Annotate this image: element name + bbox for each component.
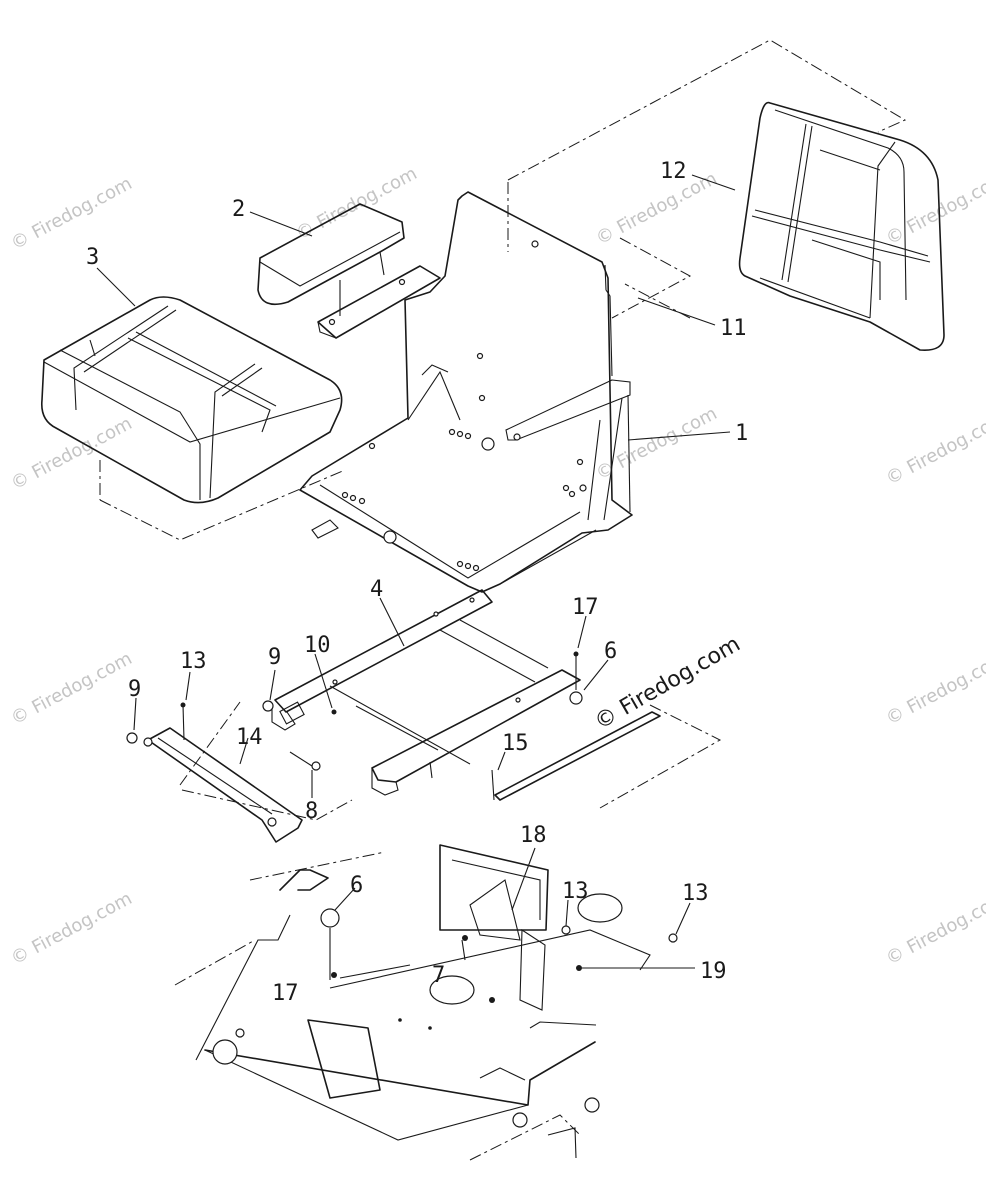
- watermark: © Firedog.com: [882, 168, 986, 249]
- callout-2: 2: [232, 197, 245, 222]
- callout-13-left: 13: [180, 649, 207, 674]
- callout-17-upper: 17: [572, 595, 599, 620]
- watermark: © Firedog.com: [592, 168, 720, 249]
- callout-19: 19: [700, 959, 727, 984]
- callout-labels: 12 2 3 11 1 4 17 6 13 9 10 9 14 15 8 18 …: [86, 159, 748, 1006]
- base-chassis: [195, 844, 678, 1159]
- callout-9-right: 9: [268, 645, 281, 670]
- callout-6-upper: 6: [604, 639, 617, 664]
- callout-11: 11: [720, 316, 747, 341]
- callout-18: 18: [520, 823, 547, 848]
- callout-7: 7: [432, 963, 445, 988]
- watermark: © Firedog.com: [7, 888, 135, 969]
- reference-lines: [99, 39, 907, 1161]
- callout-15: 15: [502, 731, 529, 756]
- fasteners-upper: [126, 651, 583, 771]
- callout-3: 3: [86, 245, 99, 270]
- slide-lever: [143, 700, 305, 843]
- armrest: [257, 203, 441, 339]
- leader-lines: [96, 174, 736, 979]
- seat-frame: [299, 191, 633, 593]
- callout-6-lower: 6: [350, 873, 363, 898]
- callout-4: 4: [370, 577, 383, 602]
- watermark: © Firedog.com: [882, 888, 986, 969]
- seat-cushion: [40, 296, 343, 504]
- watermark: © Firedog.com: [882, 648, 986, 729]
- watermark: © Firedog.com: [292, 163, 420, 244]
- slide-frame: [271, 589, 581, 796]
- callout-14: 14: [236, 725, 263, 750]
- callout-1: 1: [735, 421, 748, 446]
- watermark: © Firedog.com: [7, 173, 135, 254]
- watermark: © Firedog.com: [7, 413, 135, 494]
- callout-13-center: 13: [562, 879, 589, 904]
- callout-10: 10: [304, 633, 331, 658]
- callout-12: 12: [660, 159, 687, 184]
- slide-rail: [429, 711, 661, 801]
- watermark: © Firedog.com: [882, 408, 986, 489]
- watermark-layer: © Firedog.com © Firedog.com © Firedog.co…: [7, 163, 986, 969]
- callout-13-right: 13: [682, 881, 709, 906]
- callout-17-lower: 17: [272, 981, 299, 1006]
- watermark: © Firedog.com: [7, 648, 135, 729]
- callout-8: 8: [305, 799, 318, 824]
- callout-9-left: 9: [128, 677, 141, 702]
- back-cushion: [738, 101, 945, 352]
